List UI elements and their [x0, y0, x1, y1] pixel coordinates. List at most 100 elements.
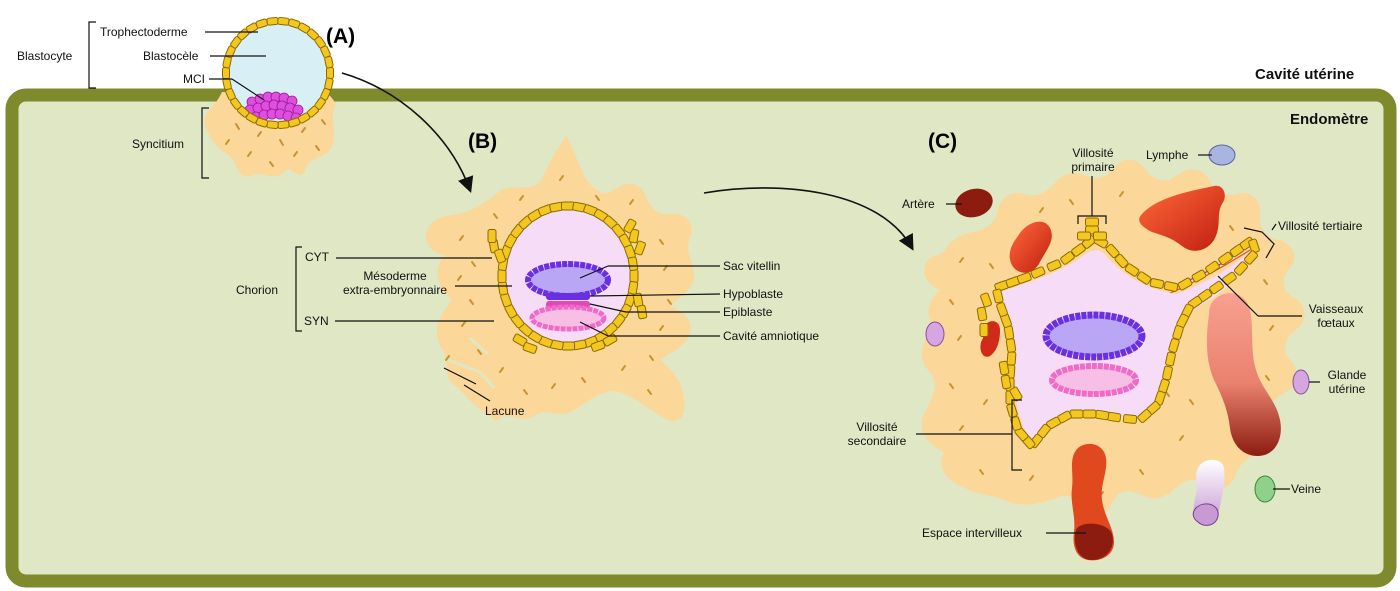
lymph-label: Lymphe: [1146, 148, 1189, 162]
trophoblast-cell: [1085, 217, 1099, 227]
primary-villus-label: Villosité primaire: [1048, 146, 1138, 174]
chorion-label: Chorion: [236, 283, 279, 297]
trophoblast-cell: [1168, 338, 1180, 353]
arrow-b-to-c: [703, 187, 914, 251]
amniotic-cavity-c: [1049, 363, 1139, 397]
trophoblast-cell: [629, 269, 639, 283]
fetal-vessels-label-line1: Vaisseaux: [1308, 302, 1364, 316]
syncytium-label: Syncitium: [132, 137, 185, 151]
artery-shape: [955, 188, 993, 218]
tertiary-villus-label: Villosité tertiaire: [1278, 219, 1363, 233]
trophoblast-cell: [1005, 338, 1017, 353]
trophoblast-cell: [487, 229, 497, 243]
trophoblast-cell: [623, 218, 637, 234]
arrow-a-to-b: [341, 72, 474, 194]
trophoblast-cell: [1218, 251, 1233, 266]
panel-a-label: (A): [326, 25, 356, 48]
trophoblast-cell: [1046, 259, 1062, 272]
trophoblast-cell: [1136, 271, 1152, 285]
trophoblast-cell: [266, 16, 279, 26]
yolk-sac-label: Sac vitellin: [723, 259, 781, 273]
trophoblast-cell: [1165, 351, 1176, 367]
mci: [244, 91, 304, 124]
syncytium-dashes-b: [445, 175, 672, 395]
trophoblast-cell: [277, 16, 290, 26]
lacuna-top-right: [1139, 185, 1225, 251]
amniotic-cavity-label: Cavité amniotique: [723, 329, 820, 343]
mesoderm-label: Mésoderme extra-embryonnaire: [330, 269, 460, 297]
trophoblast-cell: [627, 256, 639, 272]
fetal-vessels-label: Vaisseaux fœtaux: [1294, 302, 1378, 330]
trophoblast-cell: [1137, 409, 1152, 423]
trophoblast-cell: [992, 288, 1004, 304]
syncytium-dashes-a: [225, 119, 326, 167]
trophoblast-cell: [1233, 261, 1249, 276]
trophoblast-cell: [996, 302, 1008, 317]
trophoblast-cell: [1094, 409, 1110, 421]
mesoderm-label-line1: Mésoderme: [363, 269, 427, 283]
cyt-label: CYT: [305, 250, 329, 264]
trophoblast-cell: [1124, 263, 1140, 277]
trophoblast-cell: [1060, 251, 1075, 265]
cytotrophoblast-ring-c: [976, 217, 1260, 450]
gland-lower: [1192, 503, 1219, 526]
trophoblast-cell: [1006, 351, 1017, 366]
uterine-cavity-label: Cavité utérine: [1255, 66, 1355, 83]
yolk-sac-c: [1042, 311, 1146, 361]
yolk-sac-b: [525, 261, 611, 299]
cytotrophoblast-ring-b: [487, 201, 648, 354]
hypoblast-label: Hypoblaste: [723, 287, 784, 301]
trophoblast-cell: [1191, 269, 1207, 283]
trophoblast-cell: [1205, 260, 1220, 275]
trophectoderm-ring: [222, 16, 334, 130]
lacune-channel-2: [469, 336, 489, 356]
trophoblast-cell: [497, 269, 507, 283]
gland-shape-left: [925, 321, 945, 347]
trophoblast-cell: [494, 248, 506, 264]
trophoblast-cell: [266, 120, 279, 130]
trophoblast-cell: [1030, 266, 1046, 279]
trophoblast-cell: [1082, 409, 1097, 419]
trophoblast-cell: [324, 55, 334, 69]
trophoblast-cell: [522, 342, 538, 354]
trophoblast-cell: [326, 67, 334, 79]
hypoblast-b: [546, 293, 590, 300]
lacuna-top-left: [1009, 221, 1052, 273]
trophoblast-cell: [277, 120, 290, 130]
trophoblast-cell: [497, 280, 509, 296]
epiblast-label: Epiblaste: [723, 305, 773, 319]
uterine-gland-label: Glande utérine: [1312, 368, 1382, 396]
primary-villus-label-line1: Villosité: [1072, 146, 1114, 160]
trophoblast-cell: [1248, 238, 1260, 254]
panel-b-label: (B): [468, 130, 498, 153]
syncytium-dashes-c: [949, 191, 1274, 497]
vein-label: Veine: [1291, 482, 1322, 496]
secondary-villus-label: Villosité secondaire: [832, 420, 922, 448]
intervillous-space-label: Espace intervilleux: [922, 526, 1023, 540]
trophoblast-cell: [1177, 277, 1193, 291]
trophoblast-cell: [1209, 280, 1224, 295]
trophoblast-cell: [979, 323, 989, 337]
trophoblast-cell: [980, 292, 992, 308]
trophoblast-cell: [1163, 281, 1179, 292]
endometrium-label: Endomètre: [1290, 111, 1369, 128]
mci-label: MCI: [183, 72, 205, 86]
panel-c-label: (C): [928, 130, 958, 153]
lacune-channel-1: [447, 358, 496, 389]
amniotic-cavity-b: [529, 304, 607, 332]
trophoblast-cell: [1243, 250, 1259, 265]
secondary-villus-label-line1: Villosité: [856, 420, 898, 434]
artery-label: Artère: [902, 197, 935, 211]
primary-villus-label-line2: primaire: [1071, 160, 1115, 174]
maternal-vessel-column: [1206, 293, 1281, 456]
trophoblast-cell: [1114, 253, 1129, 269]
trophoblast-cell: [634, 240, 646, 256]
leader-lines: [88, 21, 1320, 534]
trophoblast-cell: [998, 360, 1010, 376]
lacune-label: Lacune: [485, 404, 525, 418]
secondary-villus-label-line2: secondaire: [847, 434, 907, 448]
trophoblast-cell: [1149, 278, 1165, 289]
lymph-shape: [1208, 144, 1236, 166]
trophoblast-cell: [1077, 231, 1091, 241]
